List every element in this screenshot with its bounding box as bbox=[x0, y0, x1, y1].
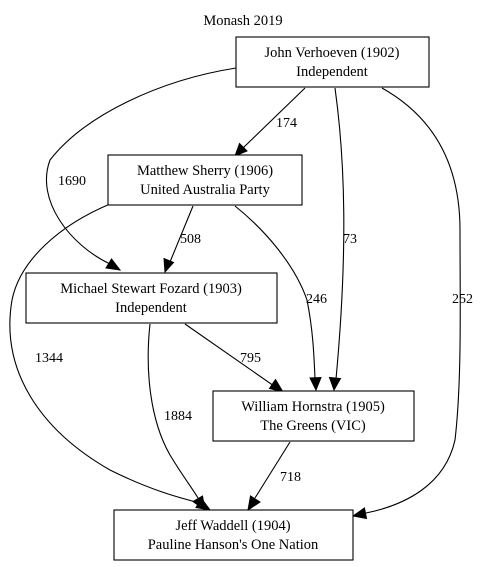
edge-verhoeven-to-waddell: 252 bbox=[351, 87, 473, 520]
node-candidate-name: Jeff Waddell (1904) bbox=[175, 518, 290, 534]
diagram-title: Monash 2019 bbox=[203, 13, 282, 29]
edge-label: 1690 bbox=[58, 174, 86, 189]
edge-label: 795 bbox=[240, 351, 261, 366]
node-matthew-sherry: Matthew Sherry (1906) United Australia P… bbox=[107, 154, 303, 206]
edge-label: 718 bbox=[280, 470, 301, 485]
edge-label: 252 bbox=[452, 292, 473, 307]
node-william-hornstra: William Hornstra (1905) The Greens (VIC) bbox=[212, 390, 415, 442]
node-party-name: The Greens (VIC) bbox=[260, 418, 366, 434]
node-michael-stewart-fozard: Michael Stewart Fozard (1903) Independen… bbox=[25, 272, 278, 324]
edge-fozard-to-hornstra: 795 bbox=[184, 323, 285, 393]
edge-fozard-to-waddell: 1884 bbox=[147, 323, 206, 512]
edge-sherry-to-hornstra: 246 bbox=[234, 205, 327, 392]
node-john-verhoeven: John Verhoeven (1902) Independent bbox=[235, 36, 430, 88]
edge-verhoeven-to-fozard: 1690 bbox=[45, 67, 237, 271]
edge-label: 73 bbox=[343, 232, 357, 247]
node-jeff-waddell: Jeff Waddell (1904) Pauline Hanson's One… bbox=[113, 509, 354, 561]
node-party-name: Independent bbox=[115, 300, 187, 316]
edge-label: 174 bbox=[276, 116, 297, 131]
edge-label: 246 bbox=[306, 292, 327, 307]
edge-sherry-to-fozard: 508 bbox=[163, 205, 201, 274]
edge-label: 1884 bbox=[164, 409, 192, 424]
edge-sherry-to-waddell: 1344 bbox=[9, 203, 212, 511]
node-candidate-name: Matthew Sherry (1906) bbox=[137, 163, 273, 179]
edge-verhoeven-to-hornstra: 73 bbox=[328, 87, 357, 392]
edge-hornstra-to-waddell: 718 bbox=[247, 441, 301, 512]
node-party-name: Pauline Hanson's One Nation bbox=[148, 537, 319, 553]
edge-label: 508 bbox=[180, 232, 201, 247]
node-party-name: United Australia Party bbox=[140, 182, 270, 198]
node-candidate-name: William Hornstra (1905) bbox=[241, 399, 385, 415]
edge-verhoeven-to-sherry: 174 bbox=[234, 87, 306, 157]
node-candidate-name: Michael Stewart Fozard (1903) bbox=[60, 281, 242, 297]
node-party-name: Independent bbox=[296, 64, 368, 80]
edge-label: 1344 bbox=[35, 351, 63, 366]
node-candidate-name: John Verhoeven (1902) bbox=[264, 45, 399, 61]
